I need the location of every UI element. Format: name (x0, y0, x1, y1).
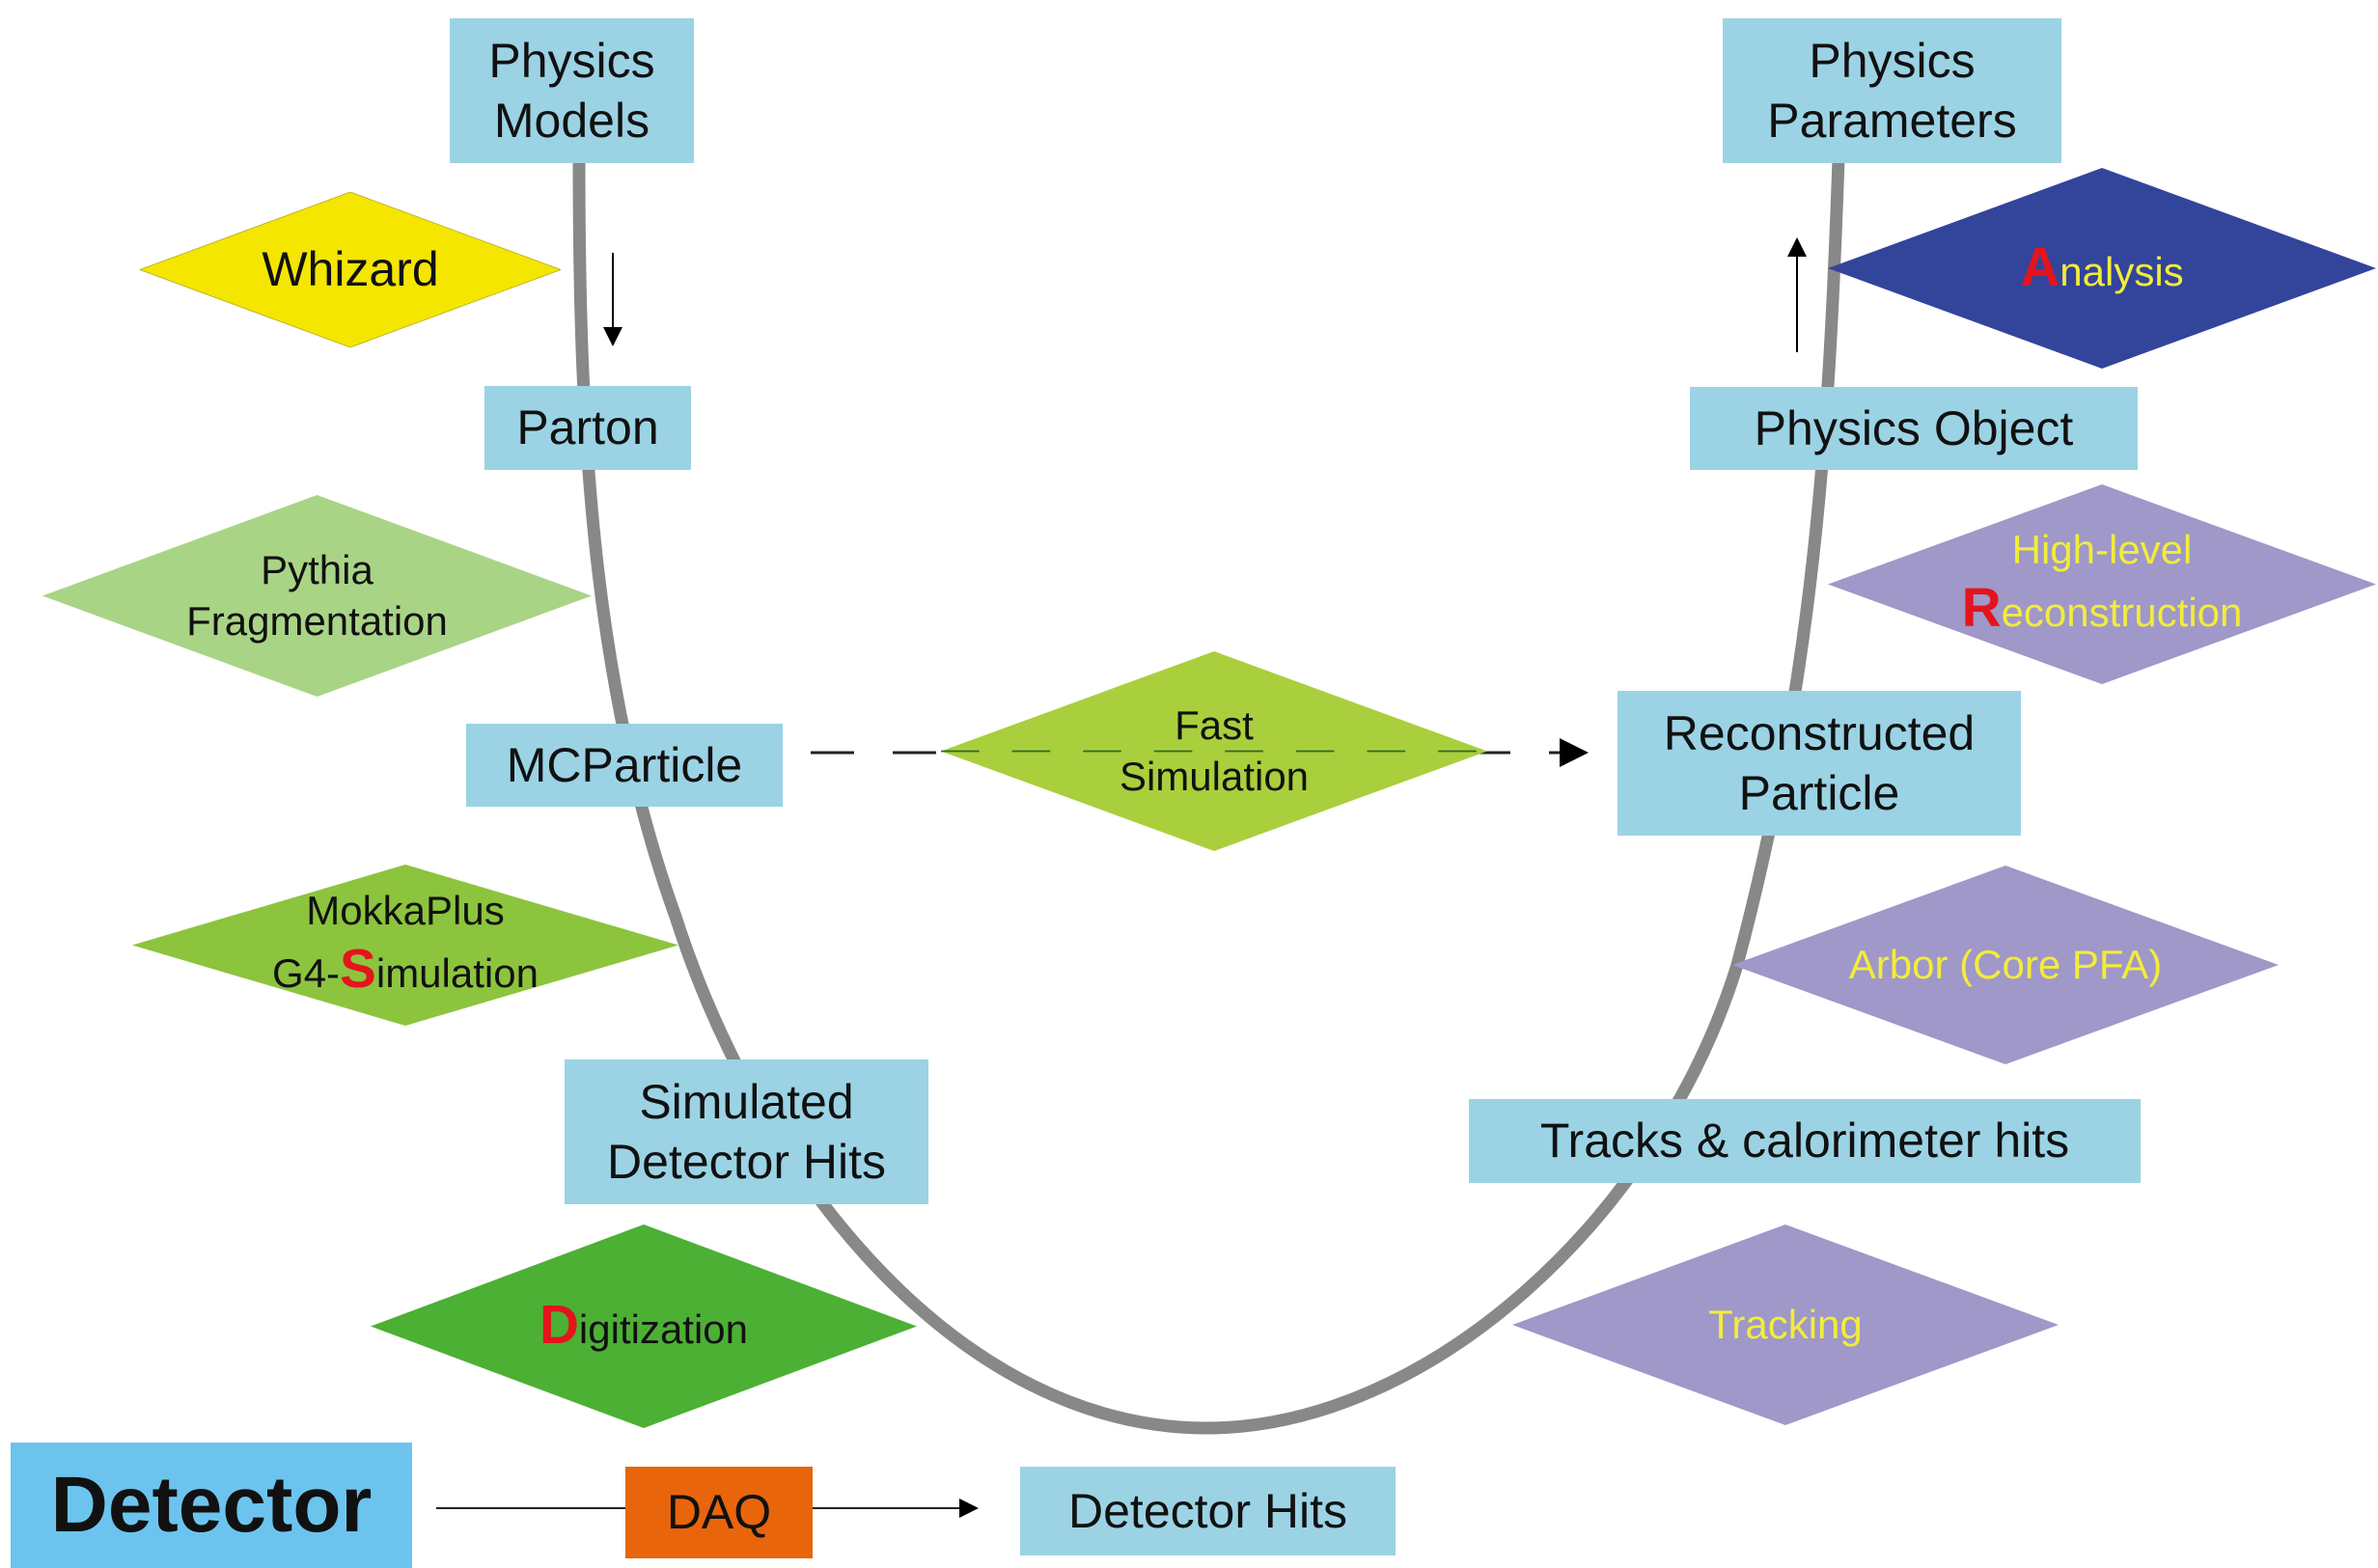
diamond-label: Whizard (262, 242, 439, 297)
whizard-diamond: Whizard (140, 192, 561, 347)
physics-object-box: Physics Object (1690, 387, 2138, 470)
mcparticle-box: MCParticle (466, 724, 783, 807)
box-label: DAQ (666, 1485, 772, 1540)
diamond-label: Pythia (261, 547, 373, 592)
daq-box: DAQ (625, 1467, 813, 1558)
highlight-letter: R (1961, 578, 2002, 640)
box-label: Physics Object (1754, 400, 2074, 455)
diamond-label: Simulation (1119, 753, 1310, 799)
parton-box: Parton (484, 386, 691, 470)
diamond-label: Arbor (Core PFA) (1848, 941, 2163, 987)
diamond-label: MokkaPlus (306, 887, 505, 933)
arbor-diamond: Arbor (Core PFA) (1732, 866, 2279, 1064)
label-rest: imulation (375, 950, 539, 997)
box-label: MCParticle (506, 737, 743, 792)
label-rest: nalysis (2060, 248, 2184, 294)
box-label: Detector (50, 1460, 373, 1549)
highlight-letter: D (539, 1295, 579, 1357)
high-level-reconstruction-diamond: High-level Reconstruction (1828, 484, 2376, 684)
detector-hits-box: Detector Hits (1020, 1467, 1396, 1555)
box-label: Physics (488, 33, 655, 88)
diamond-label: Fragmentation (186, 597, 448, 644)
diamond-label: High-level (2011, 526, 2193, 572)
diamond-label: Tracking (1708, 1301, 1863, 1347)
box-label: Detector Hits (607, 1135, 886, 1189)
diamond-label: G4-Simulation (272, 936, 539, 1004)
box-label: Detector Hits (1068, 1483, 1347, 1538)
box-label: Physics (1809, 33, 1976, 88)
mokkaplus-diamond: MokkaPlus G4-Simulation (132, 865, 678, 1026)
box-label: Simulated (639, 1074, 854, 1129)
diamond-label: Analysis (2020, 234, 2183, 303)
detector-box: Detector (11, 1443, 412, 1568)
chain-curve (572, 158, 1845, 1435)
label-prefix: G4- (272, 950, 341, 997)
diamond-label: Digitization (539, 1292, 748, 1361)
box-label: Reconstructed (1663, 705, 1976, 760)
box-label: Parameters (1767, 94, 2017, 148)
highlight-letter: S (340, 939, 376, 1001)
tracking-diamond: Tracking (1512, 1224, 2059, 1425)
box-label: Models (493, 94, 650, 148)
box-label: Tracks & calorimeter hits (1539, 1114, 2070, 1169)
box-label: Particle (1738, 766, 1900, 820)
box-label: Parton (516, 400, 659, 455)
label-rest: igitization (578, 1307, 749, 1353)
diamond-label: Fast (1175, 702, 1254, 748)
analysis-diamond: Analysis (1828, 168, 2376, 369)
digitization-diamond: Digitization (371, 1224, 917, 1428)
highlight-letter: A (2020, 236, 2060, 298)
diamond-label: Reconstruction (1962, 575, 2243, 644)
tracks-calorimeter-hits-box: Tracks & calorimeter hits (1469, 1099, 2141, 1183)
label-rest: econstruction (2001, 590, 2243, 636)
